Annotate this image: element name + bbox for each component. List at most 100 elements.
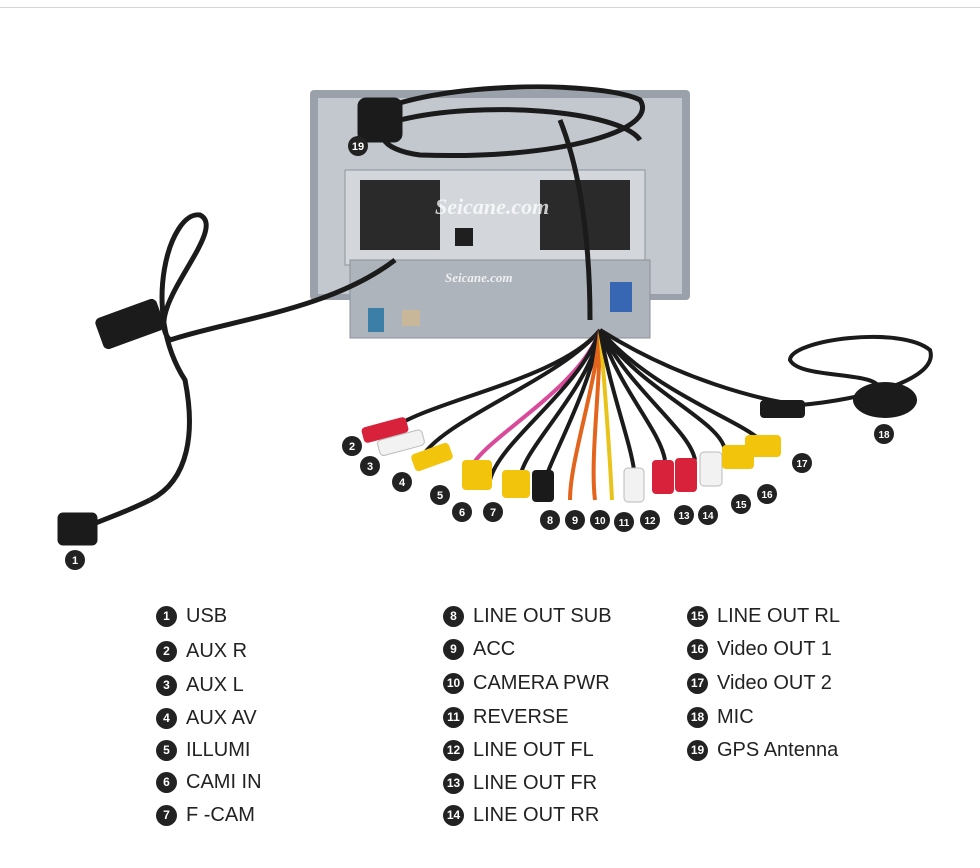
legend-label: MIC [717,705,754,728]
mic [760,334,933,418]
legend-label: ILLUMI [186,738,251,761]
legend-label: LINE OUT SUB [473,604,612,627]
legend-item-13: 13 LINE OUT FR [443,770,597,796]
legend-label: REVERSE [473,705,569,728]
legend-item-8: 8 LINE OUT SUB [443,603,612,629]
legend-number: 11 [443,706,464,728]
badge-15: 15 [731,494,751,514]
legend-item-3: 3 AUX L [156,672,244,698]
legend-number: 17 [687,672,708,694]
legend-label: LINE OUT RR [473,803,600,826]
svg-text:10: 10 [594,516,606,527]
legend-number: 12 [443,739,464,761]
badge-17: 17 [792,453,812,473]
svg-text:12: 12 [644,516,656,527]
legend-number: 10 [443,672,464,694]
svg-text:9: 9 [572,515,578,527]
svg-text:13: 13 [678,511,690,522]
svg-text:8: 8 [547,515,553,527]
legend-number: 15 [687,605,708,627]
svg-text:5: 5 [437,490,443,502]
legend-item-16: 16 Video OUT 1 [687,636,832,662]
legend-number: 18 [687,706,708,728]
badge-5: 5 [430,485,450,505]
legend-number: 4 [156,707,177,729]
badge-12: 12 [640,510,660,530]
badge-14: 14 [698,505,718,525]
wiring-photo: Seicane.com Seicane.com [0,60,980,580]
legend-item-4: 4 AUX AV [156,705,257,731]
photo-badges: 19 1 2 3 4 5 6 7 8 9 10 11 12 13 14 15 1… [65,136,894,570]
legend-number: 9 [443,638,464,660]
badge-8: 8 [540,510,560,530]
svg-text:7: 7 [490,507,496,519]
legend-item-10: 10 CAMERA PWR [443,670,610,696]
legend-label: LINE OUT FR [473,771,598,794]
badge-13: 13 [674,505,694,525]
legend-item-6: 6 CAMI IN [156,769,262,795]
svg-text:16: 16 [761,490,773,501]
svg-text:15: 15 [735,500,747,511]
legend-number: 19 [687,739,708,761]
connector-left [360,180,440,250]
legend-label: ACC [473,637,516,660]
legend-label: F -CAM [186,803,255,826]
badge-10: 10 [590,510,610,530]
legend-number: 13 [443,772,464,794]
badge-11: 11 [614,512,634,532]
svg-text:6: 6 [459,507,465,519]
legend-number: 2 [156,640,177,662]
badge-16: 16 [757,484,777,504]
badge-1: 1 [65,550,85,570]
watermark-2: Seicane.com [445,270,513,285]
svg-text:17: 17 [796,459,808,470]
legend-label: GPS Antenna [717,738,839,761]
badge-2: 2 [342,436,362,456]
badge-3: 3 [360,456,380,476]
legend-item-9: 9 ACC [443,636,515,662]
legend-label: Video OUT 2 [717,671,832,694]
svg-text:2: 2 [349,441,355,453]
svg-text:18: 18 [878,430,890,441]
legend-item-18: 18 MIC [687,704,754,730]
svg-text:11: 11 [619,518,630,529]
legend-number: 6 [156,771,177,793]
legend-item-17: 17 Video OUT 2 [687,670,832,696]
usb-cable [57,212,397,546]
blue-connector [610,282,632,312]
legend-label: AUX L [186,673,244,696]
svg-text:19: 19 [352,141,364,153]
legend-number: 8 [443,605,464,627]
legend-label: Video OUT 1 [717,637,832,660]
rca-plugs [361,417,781,503]
badge-4: 4 [392,472,412,492]
badge-19: 19 [348,136,368,156]
legend-label: CAMERA PWR [473,671,610,694]
legend-label: LINE OUT FL [473,738,594,761]
badge-9: 9 [565,510,585,530]
legend-number: 7 [156,804,177,826]
gps-antenna-cable [357,84,645,321]
legend-item-14: 14 LINE OUT RR [443,802,599,828]
gps-port [368,308,384,332]
wiring-diagram-svg: Seicane.com Seicane.com [57,84,933,570]
legend-number: 3 [156,674,177,696]
legend-label: AUX R [186,639,248,662]
badge-6: 6 [452,502,472,522]
svg-text:4: 4 [399,477,406,489]
legend-item-1: 1 USB [156,603,227,629]
legend-item-7: 7 F -CAM [156,802,255,828]
svg-text:1: 1 [72,555,78,567]
legend-item-11: 11 REVERSE [443,704,569,730]
legend-label: CAMI IN [186,770,262,793]
legend-label: USB [186,604,228,627]
top-divider [0,7,980,8]
legend-item-2: 2 AUX R [156,638,247,664]
legend-item-12: 12 LINE OUT FL [443,737,594,763]
svg-text:14: 14 [702,511,714,522]
legend-label: AUX AV [186,706,257,729]
legend-label: LINE OUT RL [717,604,840,627]
badge-18: 18 [874,424,894,444]
legend-item-19: 19 GPS Antenna [687,737,838,763]
legend-item-15: 15 LINE OUT RL [687,603,840,629]
